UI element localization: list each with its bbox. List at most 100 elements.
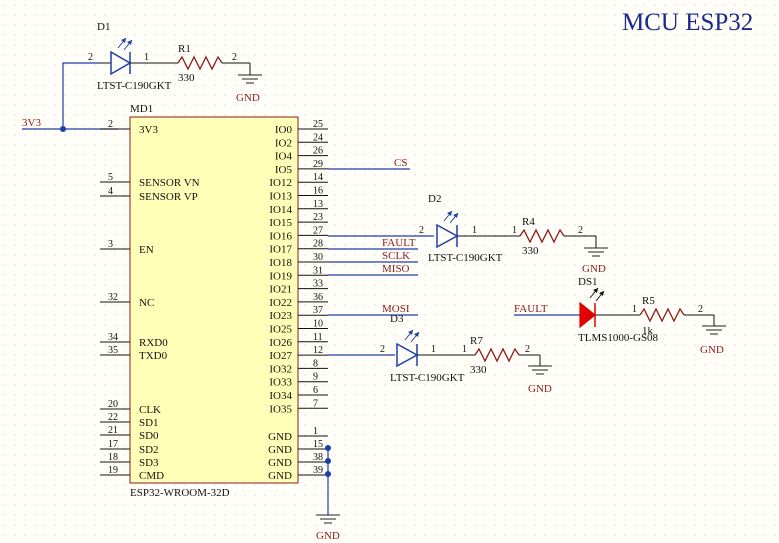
d1-value: LTST-C190GKT xyxy=(97,80,172,92)
left-pin-number: 17 xyxy=(108,439,118,450)
r1-pin-b: 2 xyxy=(232,52,237,63)
left-pin-name: SD0 xyxy=(139,430,159,442)
left-pin-sensor-vn[interactable]: SENSOR VN5 xyxy=(100,172,200,189)
svg-text:SCLK: SCLK xyxy=(382,250,410,262)
ds1-led-symbol xyxy=(579,301,596,329)
right-pin-name: IO16 xyxy=(269,230,292,242)
svg-text:MOSI: MOSI xyxy=(382,303,410,315)
gnd-symbol-4: GND xyxy=(528,365,552,395)
right-pin-name: IO34 xyxy=(269,390,292,402)
left-pin-en[interactable]: EN3 xyxy=(100,239,154,256)
right-pin-name: IO19 xyxy=(269,270,292,282)
right-pin-name: IO35 xyxy=(269,403,292,415)
left-pin-name: 3V3 xyxy=(139,124,158,136)
net-spi[interactable]: FAULT SCLK MISO MOSI xyxy=(328,237,418,316)
right-pin-number: 27 xyxy=(313,225,323,236)
left-pin-sd2[interactable]: SD2 17 xyxy=(100,439,159,456)
gnd-symbol-1: GND xyxy=(236,74,262,104)
svg-text:1: 1 xyxy=(472,225,477,236)
right-pin-name: IO27 xyxy=(269,350,292,362)
d1-r1-group[interactable]: 3V3 D1 LTST-C190GKT 2 1 R1 330 1 2 GND xyxy=(22,21,262,132)
right-pin-io16[interactable]: IO16 27 xyxy=(269,225,328,242)
right-pin-name: IO23 xyxy=(269,310,292,322)
r4-resistor-symbol xyxy=(519,228,565,244)
right-pin-number: 6 xyxy=(313,385,318,396)
d3-r7-group[interactable]: D3 LTST-C190GKT 2 1 R7 330 1 2 GND xyxy=(328,313,552,395)
right-pin-io13[interactable]: IO13 16 xyxy=(269,186,328,203)
right-pin-number: 16 xyxy=(313,186,323,197)
left-pin-sensor-vp[interactable]: SENSOR VP4 xyxy=(100,186,198,203)
r7-resistor-symbol xyxy=(474,347,520,363)
sheet-title: MCU ESP32 xyxy=(622,9,753,36)
right-pin-io34[interactable]: IO34 6 xyxy=(269,385,328,402)
svg-text:GND: GND xyxy=(700,344,724,356)
svg-text:D3: D3 xyxy=(390,313,404,325)
module-part: ESP32-WROOM-32D xyxy=(130,487,230,499)
left-pin-number: 32 xyxy=(108,292,118,303)
right-pin-name: IO4 xyxy=(275,151,293,163)
d2-led-symbol xyxy=(436,223,459,249)
gnd-pin-number: 38 xyxy=(313,452,323,463)
gnd-pin-name: GND xyxy=(268,457,292,469)
right-pin-number: 24 xyxy=(313,132,323,143)
gnd-pin-name: GND xyxy=(268,431,292,443)
svg-text:330: 330 xyxy=(470,364,487,376)
net-cs[interactable]: CS xyxy=(328,157,410,170)
svg-text:DS1: DS1 xyxy=(578,276,598,288)
right-pin-name: IO13 xyxy=(269,191,292,203)
r1-resistor-symbol xyxy=(177,55,223,71)
right-pin-name: IO25 xyxy=(269,324,292,336)
gnd-pin-name: GND xyxy=(268,470,292,482)
gnd-symbol-3: GND xyxy=(700,325,726,356)
gnd-pin-38[interactable]: GND 38 xyxy=(268,452,328,469)
left-pin-number: 19 xyxy=(108,465,118,476)
left-pin-name: SENSOR VN xyxy=(139,177,200,189)
module-body[interactable] xyxy=(129,116,299,484)
right-pin-number: 25 xyxy=(313,119,323,130)
left-pin-name: SD2 xyxy=(139,444,159,456)
right-pin-number: 28 xyxy=(313,239,323,250)
gnd-pin-name: GND xyxy=(268,444,292,456)
d3-led-symbol xyxy=(396,342,419,368)
d2-r4-group[interactable]: D2 LTST-C190GKT 2 1 R4 330 1 2 GND xyxy=(328,193,608,275)
r1-ref: R1 xyxy=(178,43,191,55)
net-label-3v3: 3V3 xyxy=(22,117,41,129)
svg-text:1k: 1k xyxy=(642,325,654,337)
left-pin-number: 35 xyxy=(108,345,118,356)
svg-text:FAULT: FAULT xyxy=(514,303,548,315)
d1-pin-k: 1 xyxy=(144,52,149,63)
ds1-r5-group[interactable]: FAULT DS1 TLMS1000-GS08 R5 1k 1 2 GND xyxy=(514,276,726,356)
